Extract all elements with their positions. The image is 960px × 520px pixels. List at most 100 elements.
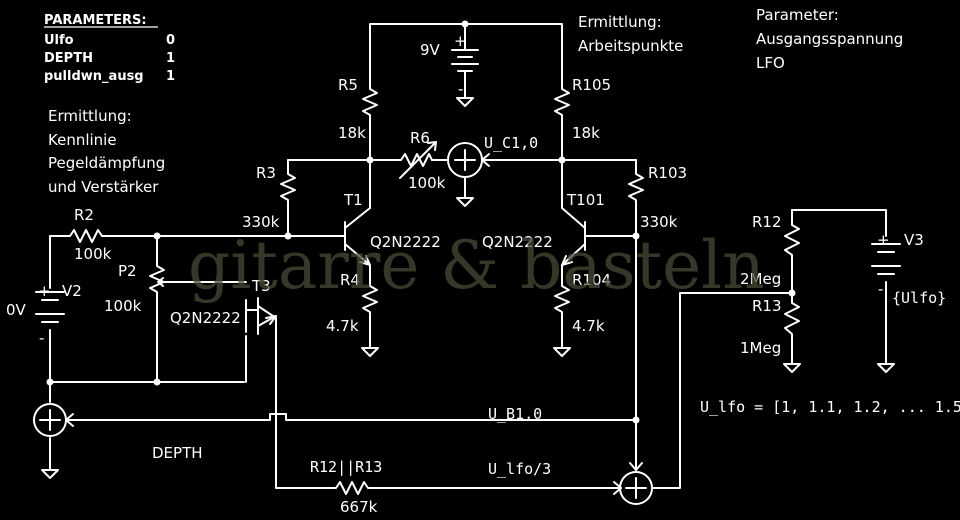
transistors bbox=[257, 207, 586, 335]
param-value-pulldwn: 1 bbox=[166, 69, 175, 84]
wires bbox=[49, 23, 887, 489]
net-uc1: U_C1,0 bbox=[484, 134, 538, 152]
r105-symbol bbox=[554, 83, 570, 119]
r105-name: R105 bbox=[572, 76, 611, 94]
v2-name: V2 bbox=[62, 282, 82, 300]
r13-value: 1Meg bbox=[740, 339, 781, 357]
r5-value: 18k bbox=[338, 124, 366, 142]
param-value-ulfo: 0 bbox=[166, 33, 175, 48]
note-left: Ermittlung: Kennlinie Pegeldämpfung und … bbox=[48, 107, 165, 196]
p2-value: 100k bbox=[104, 297, 142, 315]
r5-symbol bbox=[362, 83, 378, 119]
arrow-base-up bbox=[629, 462, 643, 471]
r4-symbol bbox=[362, 281, 378, 319]
p2-wiper-arrow bbox=[157, 277, 169, 287]
parameters-header: PARAMETERS: bbox=[44, 13, 147, 28]
r3-value: 330k bbox=[242, 213, 280, 231]
r2-symbol bbox=[65, 229, 103, 243]
ground-icon bbox=[553, 347, 571, 357]
r103-symbol bbox=[628, 169, 644, 206]
v3-minus: - bbox=[878, 280, 883, 298]
r6-variable-arrow bbox=[399, 141, 437, 179]
top-supply-minus: - bbox=[458, 80, 463, 98]
summer-ulfo bbox=[619, 471, 653, 505]
t3-symbol bbox=[257, 297, 277, 335]
t1-model: Q2N2222 bbox=[370, 233, 441, 251]
note-center-line: Ermittlung: bbox=[578, 13, 662, 31]
r6-value: 100k bbox=[408, 174, 446, 192]
ground-icon bbox=[456, 97, 474, 107]
r13-symbol bbox=[784, 297, 800, 343]
r2-value: 100k bbox=[74, 245, 112, 263]
rpar-value: 667k bbox=[340, 498, 378, 516]
note-center: Ermittlung: Arbeitspunkte bbox=[578, 13, 683, 55]
ground-icon bbox=[41, 469, 59, 479]
note-left-line: Ermittlung: bbox=[48, 107, 132, 125]
t3-model: Q2N2222 bbox=[170, 309, 241, 327]
r6-symbol bbox=[397, 153, 433, 167]
note-left-line: Pegeldämpfung bbox=[48, 154, 165, 172]
t101-model: Q2N2222 bbox=[482, 233, 553, 251]
param-name-ulfo: Ulfo bbox=[44, 33, 74, 48]
ground-icon bbox=[877, 363, 895, 373]
r13-name: R13 bbox=[752, 297, 782, 315]
net-ub1: U_B1,0 bbox=[488, 405, 542, 423]
note-center-line: Arbeitspunkte bbox=[578, 37, 683, 55]
r104-name: R104 bbox=[572, 271, 611, 289]
ground-icon bbox=[361, 347, 379, 357]
battery-v3-symbol bbox=[871, 243, 901, 275]
r104-symbol bbox=[554, 281, 570, 319]
r103-name: R103 bbox=[648, 164, 687, 182]
grounds bbox=[41, 97, 895, 479]
t1-name: T1 bbox=[343, 191, 363, 209]
note-right-line: Ausgangsspannung bbox=[756, 30, 903, 48]
net-ulfo3: U_lfo/3 bbox=[488, 460, 551, 478]
v2-minus: - bbox=[39, 329, 44, 347]
t101-symbol bbox=[561, 207, 586, 266]
r4-name: R4 bbox=[340, 271, 360, 289]
r105-value: 18k bbox=[572, 124, 600, 142]
v3-value: {Ulfo} bbox=[892, 289, 946, 307]
p2-symbol bbox=[149, 261, 165, 301]
r4-value: 4.7k bbox=[326, 317, 359, 335]
note-left-line: und Verstärker bbox=[48, 178, 159, 196]
top-supply-value: 9V bbox=[420, 41, 441, 59]
r6-name: R6 bbox=[410, 129, 430, 147]
r3-name: R3 bbox=[256, 164, 276, 182]
parameters-block: PARAMETERS: Ulfo 0 DEPTH 1 pulldwn_ausg … bbox=[44, 13, 175, 84]
v3-plus: + bbox=[877, 231, 890, 249]
note-right-line: Parameter: bbox=[756, 6, 839, 24]
param-name-depth: DEPTH bbox=[44, 51, 93, 66]
p2-name: P2 bbox=[118, 262, 137, 280]
r104-value: 4.7k bbox=[572, 317, 605, 335]
top-supply-plus: + bbox=[454, 32, 467, 50]
r12-symbol bbox=[784, 219, 800, 263]
rpar-symbol bbox=[331, 481, 373, 495]
summer-depth bbox=[33, 403, 67, 437]
note-right-line: LFO bbox=[756, 54, 785, 72]
arrow-ub1 bbox=[65, 413, 74, 427]
battery-9v-symbol bbox=[451, 49, 479, 72]
lfo-formula: U_lfo = [1, 1.1, 1.2, ... 1.5] bbox=[700, 398, 960, 416]
ground-icon bbox=[456, 197, 474, 207]
resistors bbox=[65, 83, 800, 495]
note-right: Parameter: Ausgangsspannung LFO bbox=[756, 6, 903, 72]
r12-name: R12 bbox=[752, 213, 782, 231]
r2-name: R2 bbox=[74, 206, 94, 224]
t101-name: T101 bbox=[566, 191, 605, 209]
v2-value: 0V bbox=[6, 301, 27, 319]
ground-icon bbox=[783, 363, 801, 373]
watermark-text: gitarre & basteln bbox=[188, 227, 765, 304]
t1-symbol bbox=[344, 207, 371, 266]
sense-summer-uc1 bbox=[447, 142, 483, 178]
param-name-pulldwn: pulldwn_ausg bbox=[44, 69, 144, 84]
t3-name: T3 bbox=[251, 277, 271, 295]
arrow-uc1 bbox=[481, 153, 490, 167]
v3-name: V3 bbox=[904, 231, 924, 249]
battery-v2-symbol bbox=[35, 291, 65, 323]
r5-name: R5 bbox=[338, 76, 358, 94]
r103-value: 330k bbox=[640, 213, 678, 231]
junctions bbox=[46, 20, 796, 424]
arrow-ulfo3 bbox=[613, 481, 622, 495]
